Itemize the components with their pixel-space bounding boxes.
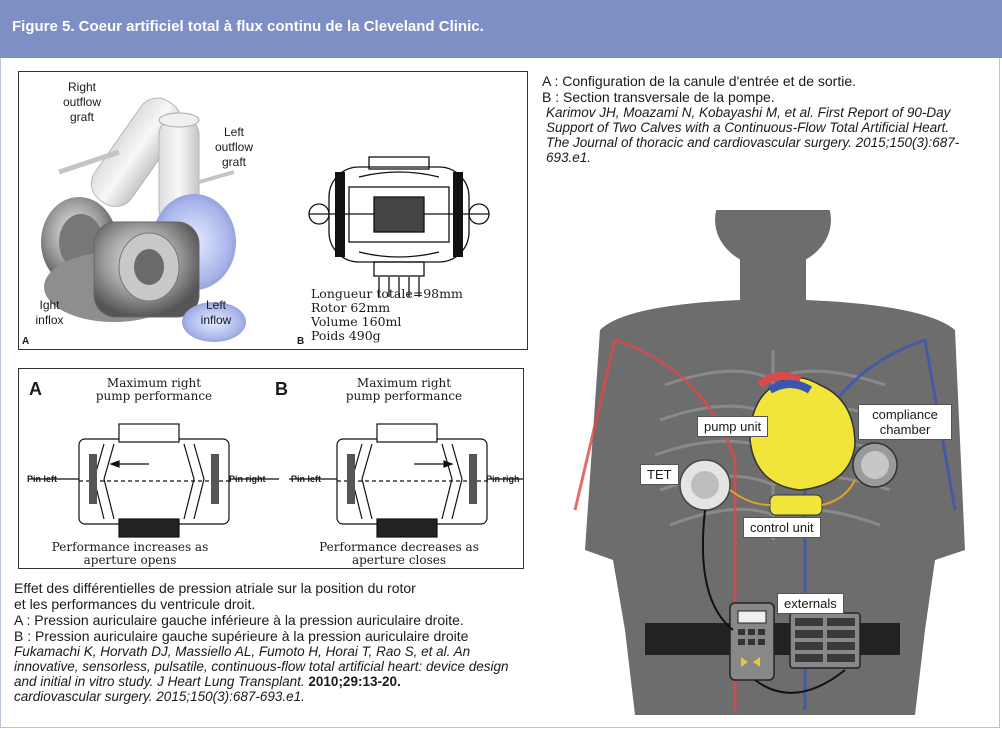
a-top-caption: Maximum right pump performance <box>95 376 213 403</box>
b-bottom-caption: Performance decreases as aperture closes <box>319 540 479 567</box>
pump-schematic-illustration <box>29 423 523 538</box>
label-externals: externals <box>777 593 844 614</box>
spec-volume: Volume 160ml <box>311 314 402 329</box>
label-right-inflow: Ight inflox <box>35 298 64 327</box>
reference-fukamachi: Fukamachi K, Horvath DJ, Massiello AL, F… <box>14 644 534 689</box>
label-right-outflow-graft: Right outflow graft <box>62 80 102 124</box>
reference-fukamachi-italic: Fukamachi K, Horvath DJ, Massiello AL, F… <box>14 644 509 689</box>
label-pump-unit: pump unit <box>697 416 769 437</box>
b-pin-left: Pin left <box>291 474 322 484</box>
pump-performance-panel: A B Maximum right pump performance Maxim… <box>18 368 524 569</box>
panel-letter-a: A <box>29 379 42 399</box>
panel-letter-b: B <box>275 379 288 399</box>
label-left-outflow-graft: Left outflow graft <box>214 125 254 169</box>
device-render-illustration <box>41 97 490 342</box>
label-control-unit: control unit <box>743 517 821 538</box>
b-top-caption: Maximum right pump performance <box>345 376 463 403</box>
text-line-2: et les performances du ventricule droit. <box>14 596 256 612</box>
figure-title: Figure 5. Coeur artificiel total à flux … <box>12 18 484 35</box>
b-pin-right: Pin righ <box>486 474 520 484</box>
caption-line-b: B : Section transversale de la pompe. <box>542 89 775 105</box>
caption-line-a: A : Configuration de la canule d'entrée … <box>542 73 856 89</box>
spec-weight: Poids 490g <box>311 328 381 343</box>
spec-length: Longueur totale=98mm <box>311 286 463 301</box>
figure-frame <box>0 58 1000 728</box>
corner-letter-b: B <box>297 336 305 347</box>
device-panel: Right outflow graft Left outflow graft I… <box>18 71 528 350</box>
device-specs: Longueur totale=98mm Rotor 62mm Volume 1… <box>311 287 463 343</box>
text-line-3: A : Pression auriculaire gauche inférieu… <box>14 612 464 628</box>
label-left-inflow: Left inflow <box>200 298 232 327</box>
rotor-effect-text: Effet des différentielles de pression at… <box>14 580 534 704</box>
figure-header: Figure 5. Coeur artificiel total à flux … <box>0 0 1002 58</box>
torso-illustration <box>573 210 965 715</box>
label-tet: TET <box>640 464 679 485</box>
a-bottom-caption: Performance increases as aperture opens <box>51 540 209 567</box>
reference-karimov: Karimov JH, Moazami N, Kobayashi M, et a… <box>546 105 960 165</box>
text-line-1: Effet des différentielles de pression at… <box>14 580 416 596</box>
reference-fukamachi-bold: 2010;29:13-20. <box>304 674 401 689</box>
corner-letter-a: A <box>22 336 30 347</box>
label-compliance-chamber: compliance chamber <box>858 404 952 440</box>
reference-tail: cardiovascular surgery. 2015;150(3):687-… <box>14 689 305 704</box>
right-caption: A : Configuration de la canule d'entrée … <box>542 73 982 165</box>
text-line-4: B : Pression auriculaire gauche supérieu… <box>14 628 469 644</box>
spec-rotor: Rotor 62mm <box>311 300 391 315</box>
a-pin-right: Pin right <box>229 474 266 484</box>
a-pin-left: Pin left <box>27 474 58 484</box>
